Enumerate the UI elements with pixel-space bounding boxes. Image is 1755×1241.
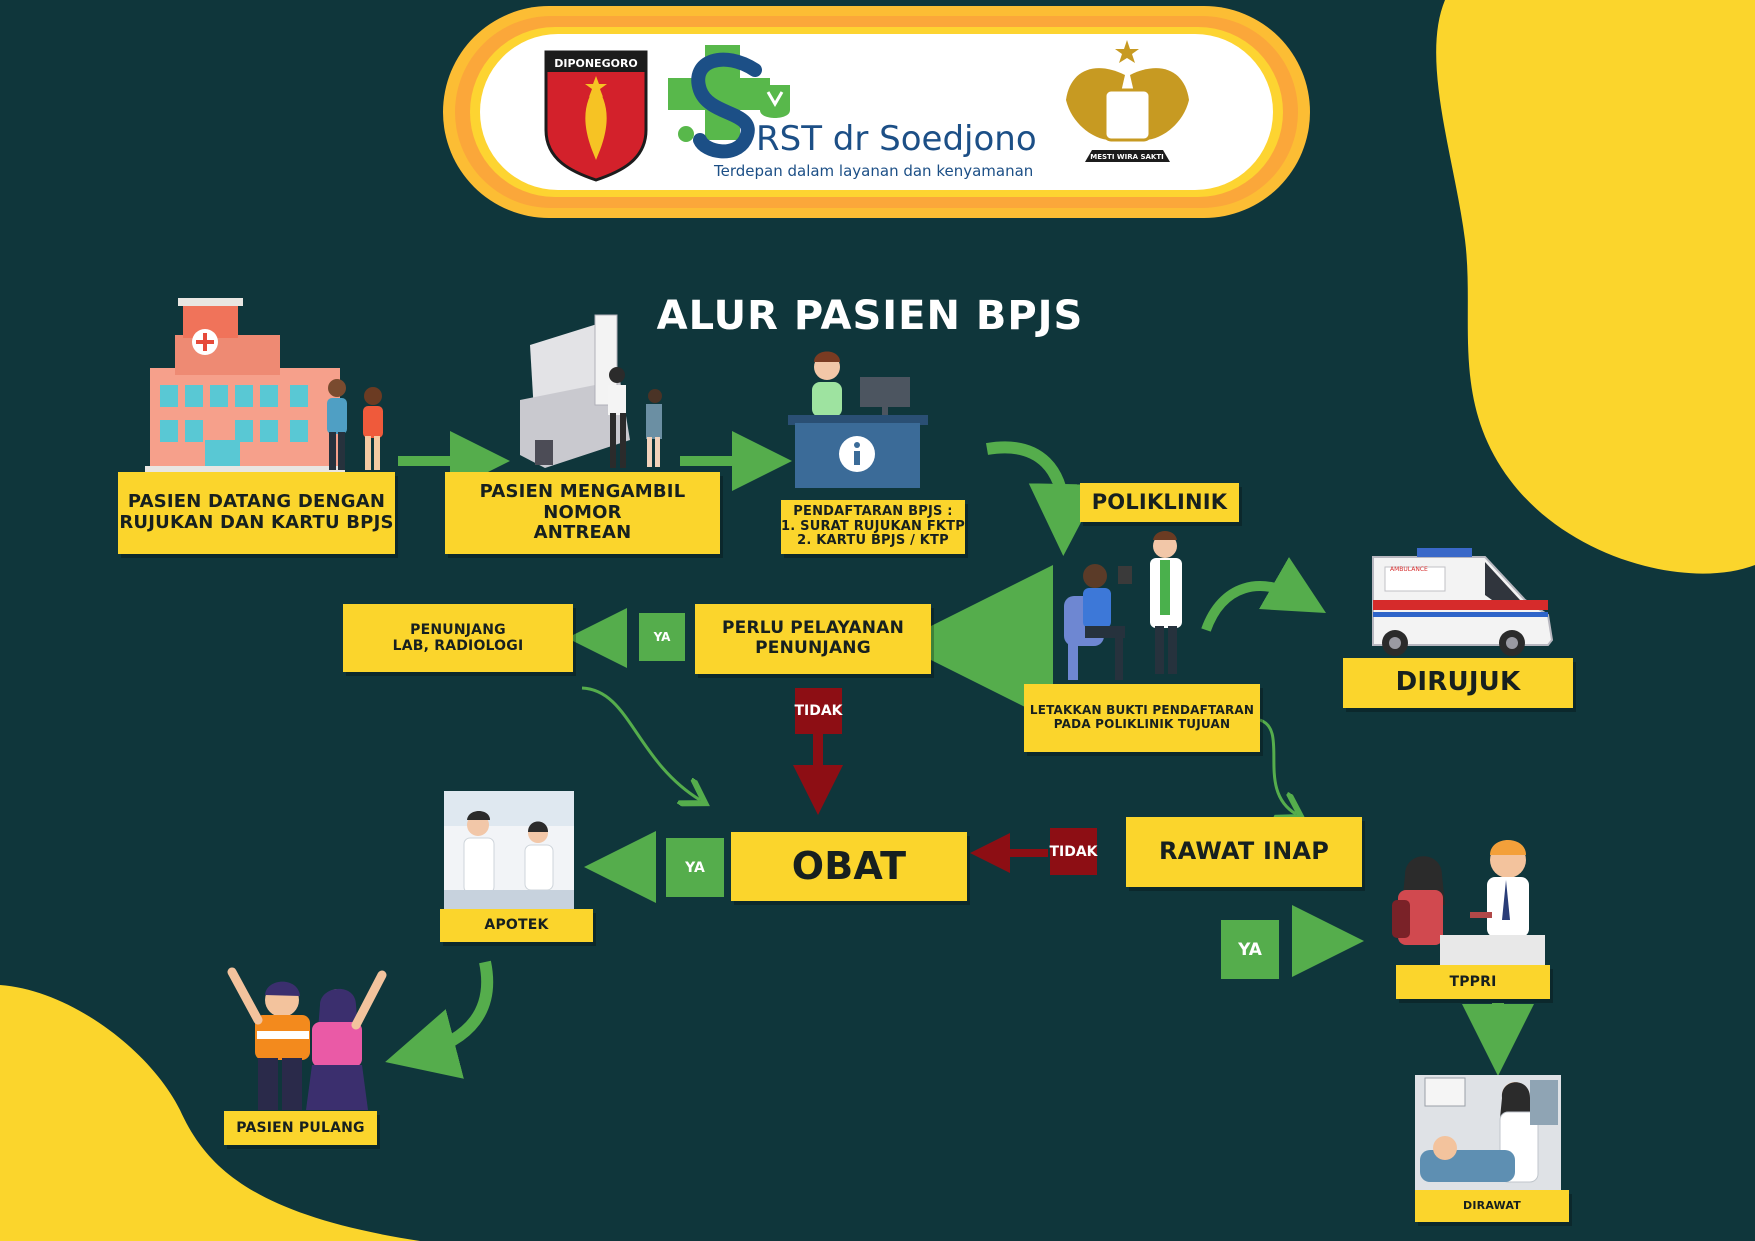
ambulance-text: AMBULANCE bbox=[1390, 566, 1428, 573]
node-registration: PENDAFTARAN BPJS : 1. SURAT RUJUKAN FKTP… bbox=[781, 500, 965, 554]
pharmacy-illustration bbox=[444, 791, 574, 909]
diponegoro-shield-logo: DIPONEGORO bbox=[546, 52, 646, 180]
decision-no-support: TIDAK bbox=[795, 688, 842, 734]
decision-no-inpatient: TIDAK bbox=[1050, 828, 1097, 875]
node-tppri: TPPRI bbox=[1396, 965, 1550, 999]
node-inpatient: RAWAT INAP bbox=[1126, 817, 1362, 887]
diponegoro-text: DIPONEGORO bbox=[554, 57, 638, 70]
diagram-title: ALUR PASIEN BPJS bbox=[640, 293, 1100, 339]
node-poliklinik: POLIKLINIK bbox=[1080, 483, 1239, 522]
node-medicine: OBAT bbox=[731, 832, 967, 901]
node-treated: DIRAWAT bbox=[1415, 1190, 1569, 1222]
node-go-home: PASIEN PULANG bbox=[224, 1111, 377, 1145]
seal-text: MESTI WIRA SAKTI bbox=[1090, 153, 1163, 161]
arrow-registration-to-poliklinik bbox=[987, 447, 1064, 520]
node-place-proof: LETAKKAN BUKTI PENDAFTARAN PADA POLIKLIN… bbox=[1024, 684, 1260, 752]
node-referred: DIRUJUK bbox=[1343, 658, 1573, 708]
blob-top-right bbox=[1436, 0, 1755, 574]
arrow-poliklinik-to-referred bbox=[1206, 586, 1300, 630]
arrow-place-proof-to-inpatient bbox=[1260, 720, 1296, 814]
arrow-support-to-medicine bbox=[582, 688, 700, 800]
decision-yes-support: YA bbox=[639, 613, 685, 661]
node-arrival: PASIEN DATANG DENGAN RUJUKAN DAN KARTU B… bbox=[118, 472, 395, 554]
decision-yes-pharmacy: YA bbox=[666, 838, 724, 897]
happy-patients-illustration bbox=[232, 972, 382, 1110]
brand-name: RST dr Soedjono bbox=[756, 119, 1037, 159]
information-desk-illustration bbox=[788, 352, 928, 489]
decision-yes-inpatient: YA bbox=[1221, 920, 1279, 979]
treated-illustration bbox=[1415, 1075, 1561, 1190]
doctor-consultation-illustration bbox=[1064, 531, 1182, 680]
node-pharmacy: APOTEK bbox=[440, 909, 593, 942]
hospital-illustration bbox=[145, 298, 383, 472]
node-need-support: PERLU PELAYANAN PENUNJANG bbox=[695, 604, 931, 674]
ambulance-illustration: AMBULANCE bbox=[1373, 548, 1552, 656]
node-support: PENUNJANG LAB, RADIOLOGI bbox=[343, 604, 573, 672]
arrow-pharmacy-to-home bbox=[420, 962, 487, 1053]
brand-tagline: Terdepan dalam layanan dan kenyamanan bbox=[713, 162, 1033, 180]
tppri-desk-illustration bbox=[1392, 840, 1545, 965]
node-queue: PASIEN MENGAMBIL NOMOR ANTREAN bbox=[445, 472, 720, 554]
